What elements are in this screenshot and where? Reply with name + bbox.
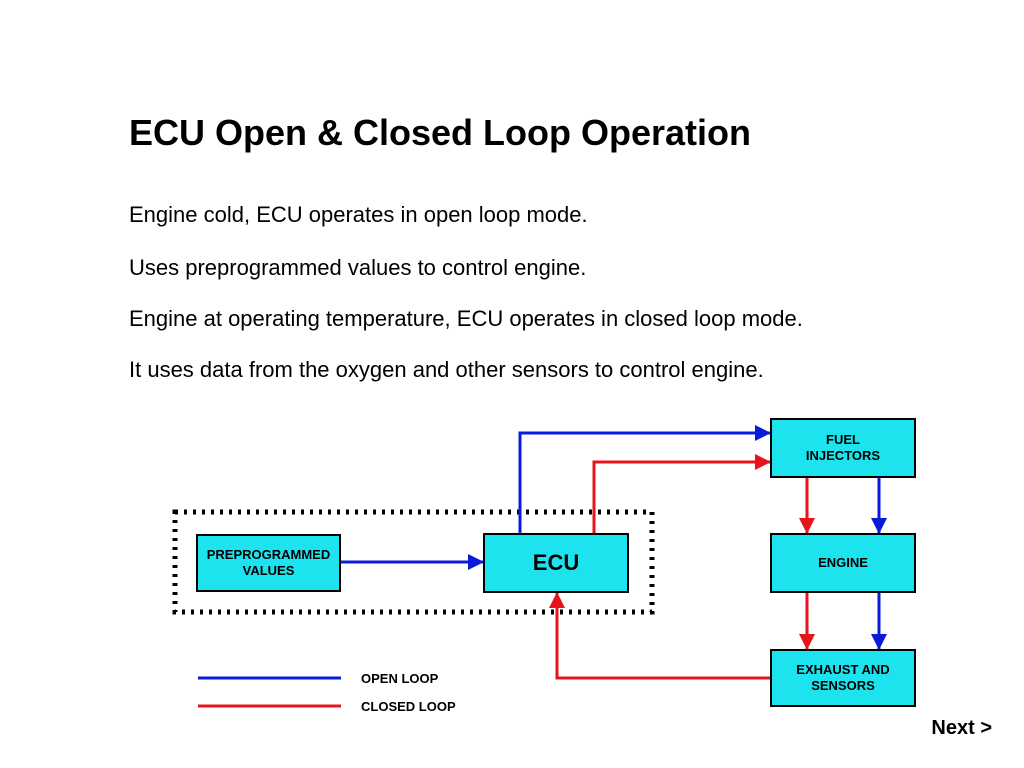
ecu-box: ECU [483,533,629,593]
bullet-open-loop: Engine cold, ECU operates in open loop m… [129,202,588,227]
preprogrammed-values-box: PREPROGRAMMED VALUES [196,534,341,592]
arrow-ecu-to-injectors-closed [592,454,771,534]
engine-label: ENGINE [818,555,868,571]
bullet-closed-loop: Engine at operating temperature, ECU ope… [129,306,803,331]
engine-box: ENGINE [770,533,916,593]
slide-title: ECU Open & Closed Loop Operation [129,112,752,153]
legend-closed-loop-label: CLOSED LOOP [361,699,456,714]
ecu-label: ECU [532,549,580,575]
preprogrammed-values-label: PREPROGRAMMED VALUES [206,547,331,578]
arrow-ecu-to-injectors-open [518,425,771,534]
exhaust-sensors-label: EXHAUST AND SENSORS [796,662,890,693]
arrow-exhaust-feedback-to-ecu [549,592,770,680]
bullet-sensors: It uses data from the oxygen and other s… [129,357,764,382]
legend-open-loop-label: OPEN LOOP [361,671,439,686]
bullet-preprogrammed: Uses preprogrammed values to control eng… [129,255,587,280]
next-button[interactable]: Next > [931,717,992,739]
fuel-injectors-box: FUEL INJECTORS [770,418,916,478]
exhaust-sensors-box: EXHAUST AND SENSORS [770,649,916,707]
fuel-injectors-label: FUEL INJECTORS [805,432,881,463]
